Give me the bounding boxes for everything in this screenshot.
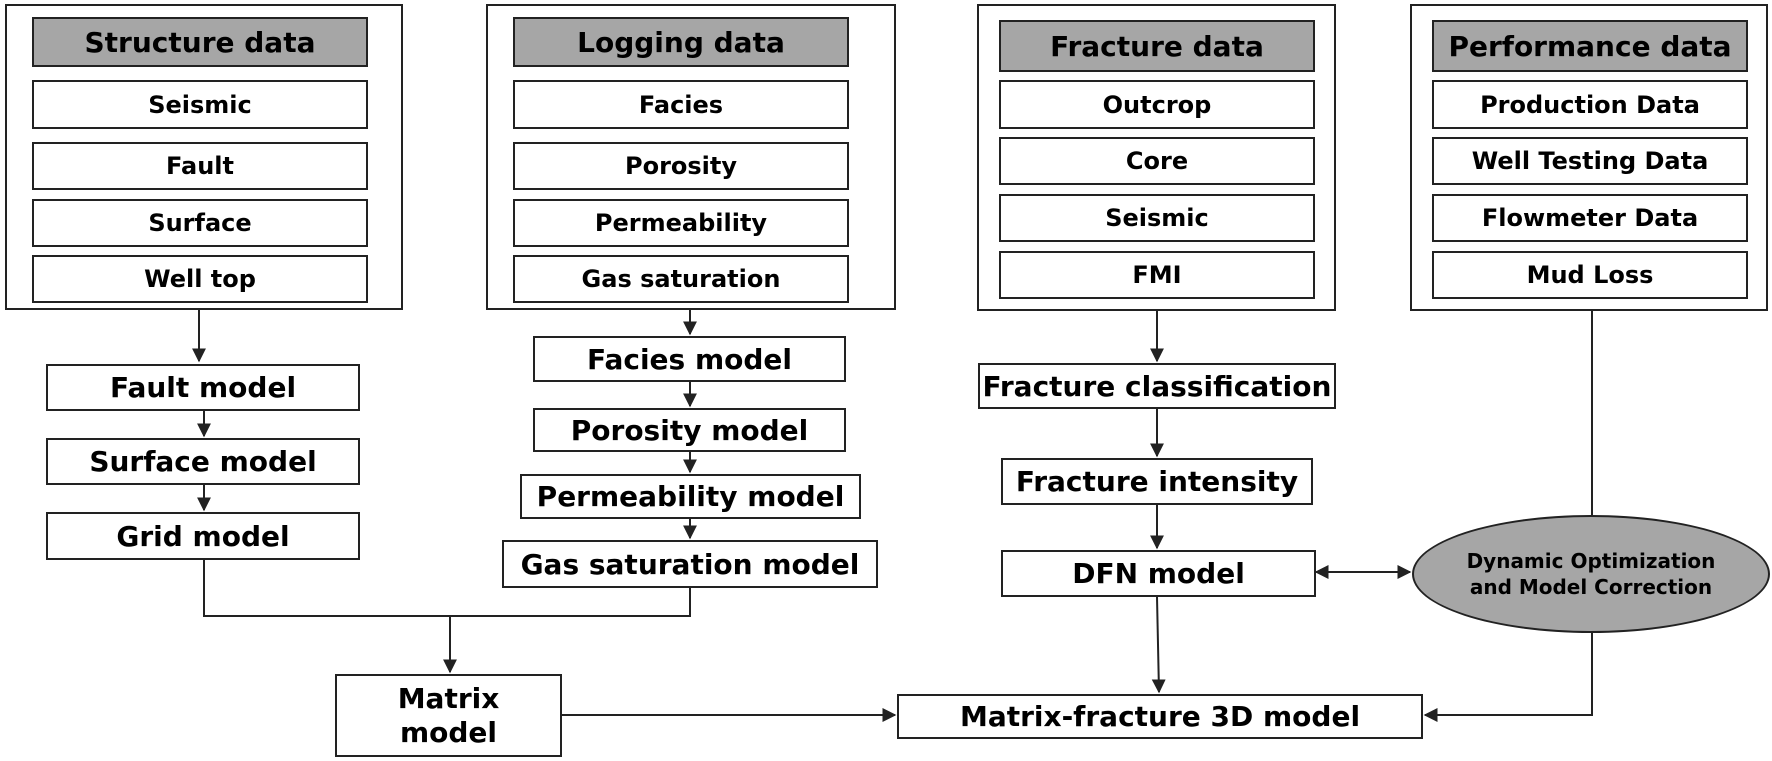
logging-item-facies: Facies bbox=[513, 80, 849, 129]
matrix-fracture-3d-model-box: Matrix-fracture 3D model bbox=[897, 694, 1423, 739]
logging-item-porosity: Porosity bbox=[513, 142, 849, 190]
logging-item-permeability: Permeability bbox=[513, 199, 849, 247]
arrow-dfn-to-final bbox=[1151, 596, 1166, 694]
fracture-intensity-box: Fracture intensity bbox=[1001, 458, 1313, 505]
performance-item-mud-loss: Mud Loss bbox=[1432, 251, 1748, 299]
structure-item-surface: Surface bbox=[32, 199, 368, 247]
fracture-item-fmi: FMI bbox=[999, 251, 1315, 299]
fracture-item-seismic: Seismic bbox=[999, 194, 1315, 242]
dynamic-optimization-ellipse: Dynamic Optimization and Model Correctio… bbox=[1412, 515, 1770, 633]
logging-data-header: Logging data bbox=[513, 17, 849, 67]
fracture-classification-box: Fracture classification bbox=[978, 363, 1336, 409]
dfn-model-box: DFN model bbox=[1001, 550, 1316, 597]
permeability-model-box: Permeability model bbox=[520, 474, 861, 519]
structure-item-seismic: Seismic bbox=[32, 80, 368, 129]
performance-data-header: Performance data bbox=[1432, 20, 1748, 72]
facies-model-box: Facies model bbox=[533, 336, 846, 382]
porosity-model-box: Porosity model bbox=[533, 408, 846, 452]
fracture-item-outcrop: Outcrop bbox=[999, 80, 1315, 129]
performance-item-flowmeter: Flowmeter Data bbox=[1432, 194, 1748, 242]
matrix-model-line2: model bbox=[399, 715, 498, 749]
matrix-model-line1: Matrix bbox=[397, 681, 500, 715]
matrix-model-box: Matrix model bbox=[335, 674, 562, 757]
gas-saturation-model-box: Gas saturation model bbox=[502, 540, 878, 588]
fracture-item-core: Core bbox=[999, 137, 1315, 185]
performance-item-production: Production Data bbox=[1432, 80, 1748, 129]
grid-model-box: Grid model bbox=[46, 512, 360, 560]
structure-item-well-top: Well top bbox=[32, 255, 368, 303]
arrow-ellipse-to-final bbox=[1423, 633, 1593, 722]
surface-model-box: Surface model bbox=[46, 438, 360, 485]
structure-item-fault: Fault bbox=[32, 142, 368, 190]
performance-item-well-testing: Well Testing Data bbox=[1432, 137, 1748, 185]
structure-data-header: Structure data bbox=[32, 17, 368, 67]
logging-item-gas-saturation: Gas saturation bbox=[513, 255, 849, 303]
fault-model-box: Fault model bbox=[46, 364, 360, 411]
line-grid-merge bbox=[203, 560, 691, 617]
dynamic-optimization-line2: and Model Correction bbox=[1469, 575, 1713, 599]
dynamic-optimization-line1: Dynamic Optimization bbox=[1466, 549, 1716, 573]
fracture-data-header: Fracture data bbox=[999, 20, 1315, 72]
